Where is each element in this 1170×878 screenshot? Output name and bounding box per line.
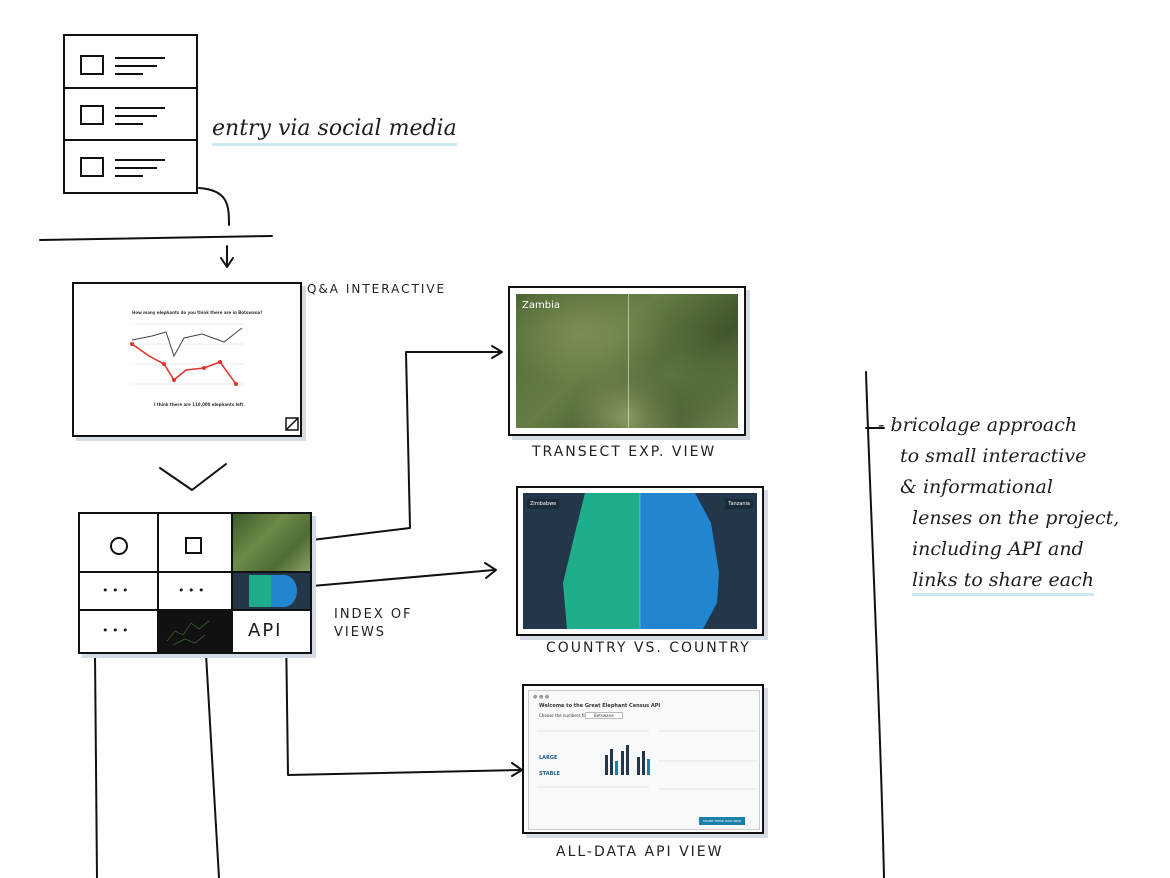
window-dots: ● ● ● [533, 694, 550, 700]
bricolage-line-3: & informational [900, 476, 1053, 498]
api-view-card: ● ● ● Welcome to the Great Elephant Cens… [522, 684, 764, 834]
transect-view-card: Zambia [508, 286, 746, 436]
bricolage-line-5: including API and [912, 538, 1084, 560]
country-vs-country-card: Zimbabwe Tanzania [516, 486, 764, 636]
api-share-button[interactable]: SHARE THESE DATA NOW [699, 817, 746, 825]
social-post-items [65, 55, 196, 177]
api-view-label: ALL-DATA API VIEW [556, 844, 724, 860]
qa-answer: I think there are 110,000 elephants left… [154, 402, 245, 407]
size-label: LARGE [539, 755, 558, 761]
bricolage-line-6: links to share each [912, 565, 1119, 596]
api-bars [537, 730, 757, 790]
social-feed-sketch [63, 34, 198, 194]
api-cell[interactable]: API [248, 620, 283, 641]
bricolage-line-4: lenses on the project, [912, 507, 1120, 529]
trend-label: STABLE [539, 771, 560, 777]
country-label: COUNTRY VS. COUNTRY [546, 640, 751, 656]
transect-line [628, 294, 629, 428]
qa-line-chart [129, 323, 299, 431]
api-select-label: Choose the numbers for [539, 713, 588, 718]
qa-question: How many elephants do you think there ar… [132, 310, 263, 315]
country-chart: Zimbabwe Tanzania [523, 493, 757, 629]
bricolage-note: - bricolage approach to small interactiv… [878, 410, 1119, 596]
api-select[interactable]: Botswana [585, 712, 623, 719]
qa-label: Q&A INTERACTIVE [307, 282, 447, 296]
satellite-image: Zambia [516, 294, 738, 428]
right-country-label: Tanzania [725, 499, 753, 509]
social-media-annotation: entry via social media [212, 116, 457, 146]
transect-label: TRANSECT EXP. VIEW [532, 444, 717, 460]
api-title: Welcome to the Great Elephant Census API [539, 703, 661, 709]
thumb-map[interactable] [159, 611, 231, 652]
left-country-label: Zimbabwe [527, 499, 560, 509]
dots-2[interactable]: • • • [178, 584, 205, 597]
circle-icon [110, 537, 128, 555]
dots-3[interactable]: • • • [102, 624, 129, 637]
country-shapes [563, 493, 719, 629]
api-screen: ● ● ● Welcome to the Great Elephant Cens… [528, 690, 760, 830]
grid-lines [80, 514, 310, 652]
bricolage-line-2: to small interactive [900, 445, 1087, 467]
square-icon [185, 537, 202, 554]
thumb-transect[interactable] [233, 514, 310, 571]
country-label: Zambia [522, 300, 560, 311]
dots-1[interactable]: • • • [102, 584, 129, 597]
index-label: INDEX OF VIEWS [334, 607, 413, 640]
thumb-country[interactable] [233, 573, 310, 609]
bricolage-line-1: - bricolage approach [878, 414, 1078, 436]
index-of-views-grid: • • • • • • • • • API [78, 512, 312, 654]
qa-interactive-card: How many elephants do you think there ar… [72, 282, 302, 437]
